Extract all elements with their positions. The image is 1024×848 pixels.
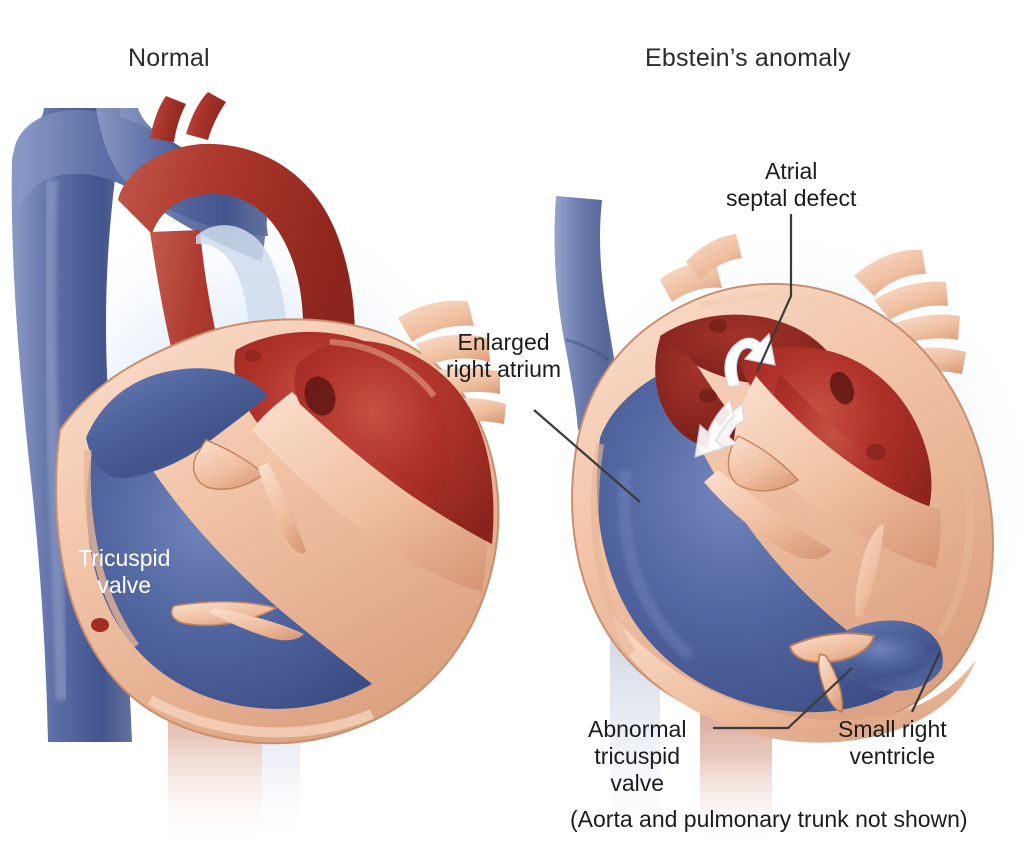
label-abnormal-tricuspid-valve-line1: Abnormal: [588, 716, 687, 742]
label-enlarged-right-atrium-line2: right atrium: [446, 356, 562, 382]
normal-heart-diagram: [0, 92, 506, 848]
svc-shade-right: [565, 338, 609, 362]
fossa-ovalis-right: [829, 371, 855, 405]
pulmonary-vein-2-right: [686, 234, 742, 280]
leader-abnormal-tricuspid-valve: [713, 667, 853, 730]
label-small-right-ventricle-line1: Small right: [838, 716, 947, 742]
pulmonary-vein-4-right: [874, 281, 948, 320]
panel-title-normal: Normal: [128, 44, 210, 72]
right-atrium-blue-left: [86, 368, 268, 479]
mitral-leaflet-right: [727, 435, 800, 492]
label-abnormal-tricuspid-valve: Abnormal tricuspid valve: [588, 716, 686, 797]
chordae-2-left: [208, 608, 304, 641]
descending-vessel-right: [610, 630, 660, 848]
atrium-highlight-right: [618, 469, 694, 661]
enlarged-right-atrium-chamber: [596, 372, 916, 713]
leader-small-right-ventricle: [911, 651, 941, 713]
atrium-pit-left: [245, 350, 261, 362]
wall-shade-1-right: [590, 443, 636, 655]
atrium-pit-3-right: [699, 389, 717, 403]
inferior-wall-right: [612, 614, 976, 743]
pulmonary-vein-3-right: [854, 249, 926, 296]
figure-caption: (Aorta and pulmonary trunk not shown): [570, 806, 968, 832]
septum-right: [734, 376, 941, 568]
fossa-ovalis-left: [304, 376, 336, 416]
panel-title-ebstein: Ebstein’s anomaly: [645, 44, 851, 72]
arrow-right-to-left-shunt: [724, 332, 776, 388]
papillary-marker-left: [91, 618, 109, 632]
label-enlarged-right-atrium: Enlarged right atrium: [446, 329, 561, 383]
atrium-pit-1-right: [709, 319, 727, 333]
label-tricuspid-valve: Tricuspid valve: [78, 545, 170, 599]
wall-shade-2-left: [329, 339, 437, 398]
label-atrial-septal-defect-line1: Atrial: [765, 158, 818, 184]
label-small-right-ventricle-line2: ventricle: [849, 743, 936, 769]
aortic-arch-left: [118, 143, 355, 384]
septum-extension-right: [704, 470, 832, 560]
leader-atrial-septal-defect: [755, 214, 793, 373]
label-tricuspid-valve-line1: Tricuspid: [78, 545, 171, 571]
tricuspid-leaflet-anterior-left: [192, 439, 266, 490]
label-atrial-septal-defect-line2: septal defect: [726, 185, 857, 211]
label-small-right-ventricle: Small right ventricle: [838, 716, 947, 770]
arrow-downflow-b: [694, 398, 735, 458]
vessel-highlight-left: [43, 179, 68, 701]
label-abnormal-tricuspid-valve-line2: tricuspid: [594, 743, 681, 769]
wall-shade-1-left: [83, 449, 139, 649]
leader-lines: [533, 214, 941, 730]
label-enlarged-right-atrium-line1: Enlarged: [457, 329, 550, 355]
label-tricuspid-valve-line2: valve: [97, 572, 152, 598]
flow-arrow-shunt-up: [724, 332, 776, 388]
ventricle-pit-right: [866, 444, 886, 460]
flow-arrow-down: [694, 398, 745, 458]
arch-branch-1-left: [150, 96, 186, 142]
displaced-leaflet-tip-right: [817, 653, 844, 713]
label-atrial-septal-defect: Atrial septal defect: [726, 158, 856, 212]
chordae-1-left: [258, 462, 306, 554]
chordae-long-right: [855, 524, 884, 618]
pulmonary-vein-2-left: [416, 334, 490, 366]
apex-highlight-left: [147, 695, 374, 738]
pulmonary-vein-1-left: [398, 300, 474, 342]
leader-enlarged-right-atrium: [533, 409, 641, 503]
interventricular-septum-left: [252, 392, 487, 592]
ebstein-anomaly-heart-diagram: [535, 196, 1024, 848]
label-abnormal-tricuspid-valve-line3: valve: [610, 770, 665, 796]
arch-branch-2-left: [186, 92, 226, 140]
left-ventricle-chamber-left: [294, 340, 494, 544]
wall-shade-3-right: [936, 448, 975, 637]
wall-shade-2-right: [698, 292, 882, 329]
abnormal-tricuspid-leaflet-right: [788, 632, 876, 664]
